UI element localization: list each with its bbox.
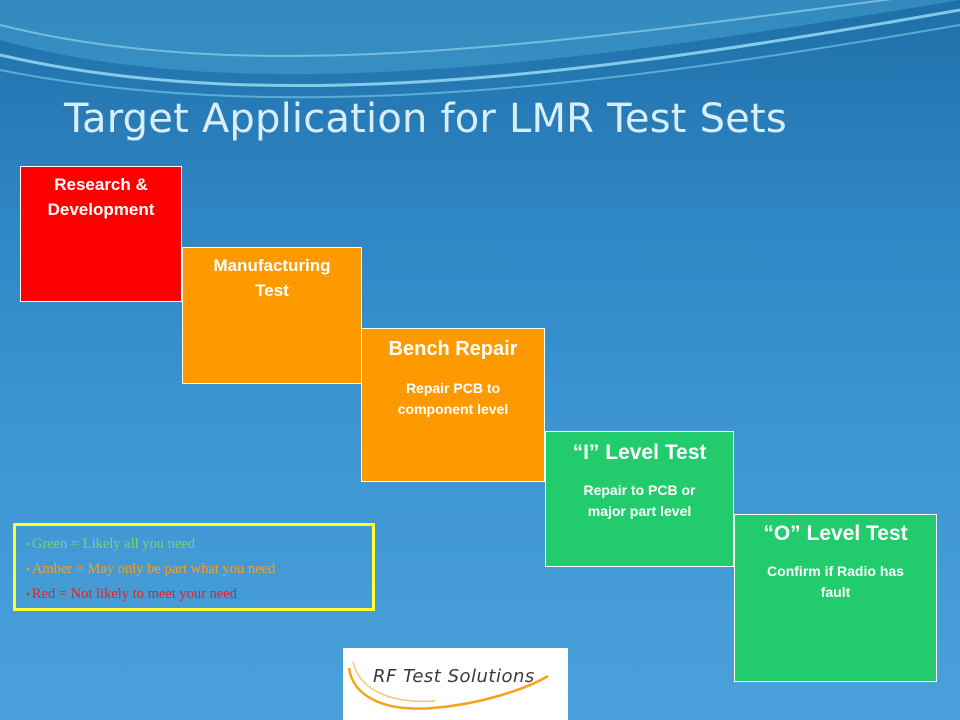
step-heading-line: Manufacturing [213,256,331,275]
legend-item-text: Red = Not likely to meet your need [31,586,237,602]
step-heading-line: Test [255,280,289,300]
logo-text: RF Test Solutions [373,666,535,687]
legend-item-red: •Red = Not likely to meet your need [26,582,372,607]
bullet-icon: • [26,539,30,551]
header-swoosh-decoration [0,0,960,99]
step-heading-line: Research & [54,175,148,194]
step-bench-repair: Bench Repair Repair PCB to component lev… [361,328,545,482]
step-description-line: fault [820,584,851,601]
step-heading: Bench Repair [388,338,518,360]
page-title: Target Application for LMR Test Sets [64,96,787,142]
step-description-line: component level [397,401,509,417]
step-description-line: Repair to PCB or [583,482,696,499]
step-heading: “I” Level Test [572,441,707,464]
company-logo: RF Test Solutions [343,648,568,720]
step-research-development: Research & Development [20,166,182,302]
logo-swoosh-icon [347,661,549,710]
step-description-line: major part level [587,503,692,520]
legend-item-text: Green = Likely all you need [31,536,196,552]
step-o-level-test: “O” Level Test Confirm if Radio has faul… [734,514,937,682]
legend-item-text: Amber = May only be part what you need [31,561,276,577]
bullet-icon: • [26,564,30,576]
legend-item-green: •Green = Likely all you need [26,532,372,557]
step-manufacturing-test: Manufacturing Test [182,247,362,384]
step-description-line: Repair PCB to [405,380,501,396]
step-description-line: Confirm if Radio has [767,563,904,580]
step-heading: “O” Level Test [763,522,908,545]
legend-item-amber: •Amber = May only be part what you need [26,557,372,582]
step-heading-line: Development [47,199,155,219]
bullet-icon: • [26,589,30,601]
color-legend: •Green = Likely all you need •Amber = Ma… [13,523,375,611]
step-i-level-test: “I” Level Test Repair to PCB or major pa… [545,431,734,567]
